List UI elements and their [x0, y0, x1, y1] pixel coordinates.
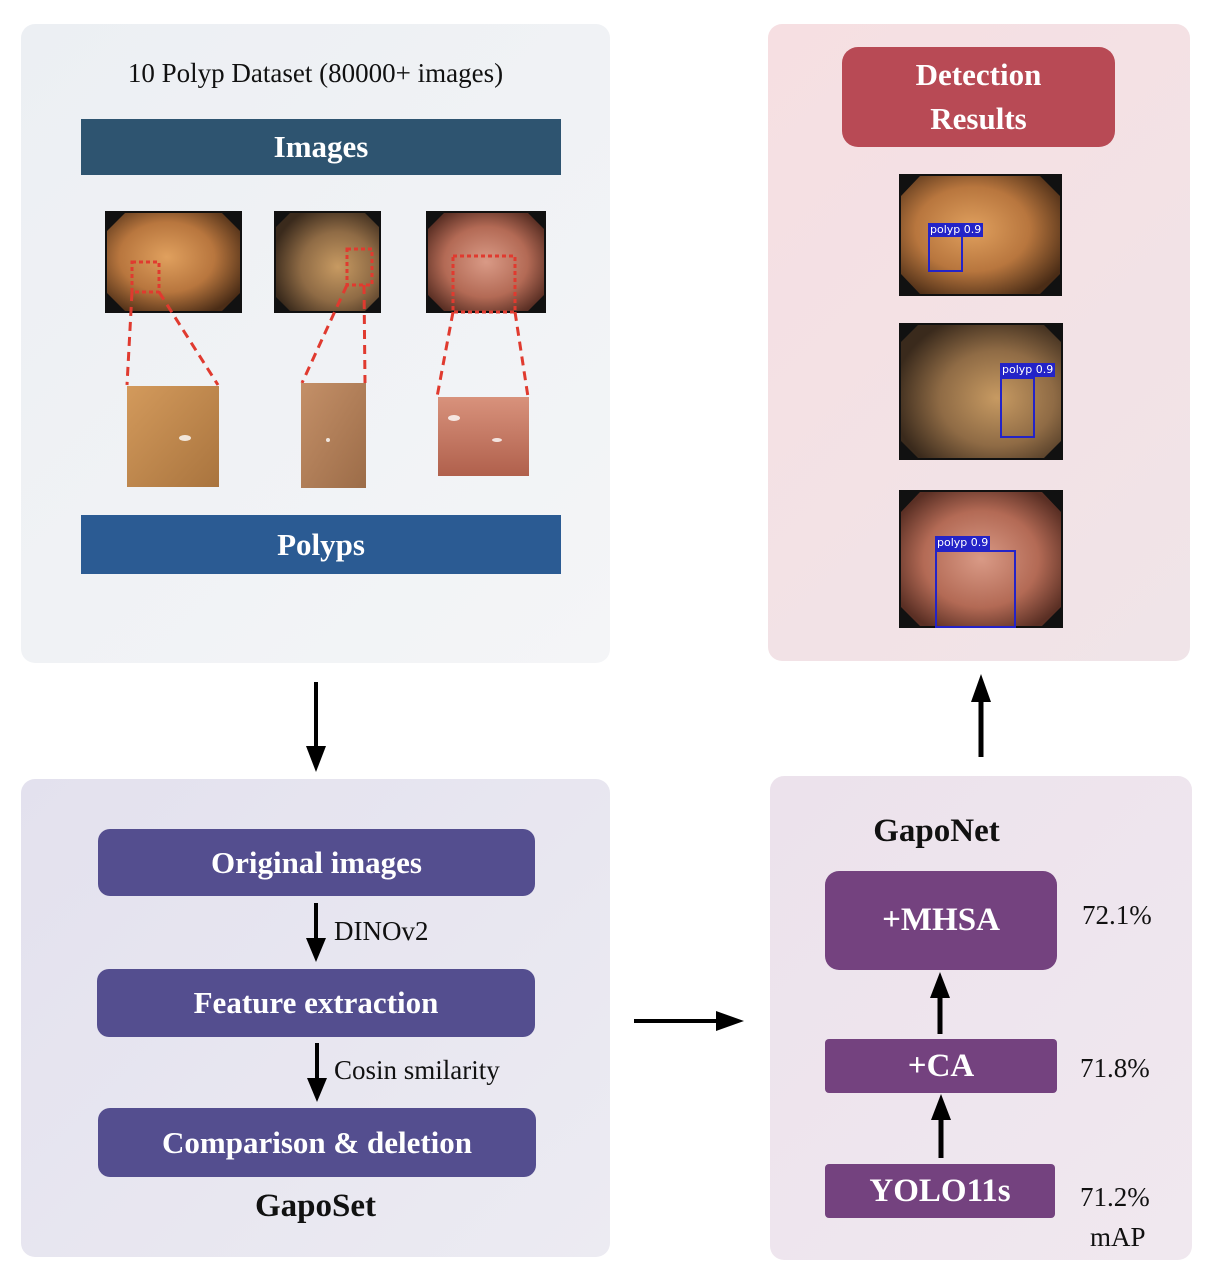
- crop-connector: [300, 284, 349, 384]
- score-yolo11s: 71.2%: [1080, 1182, 1150, 1212]
- step-feature-extraction: Feature extraction: [97, 969, 535, 1037]
- gaposet-name: GapoSet: [254, 1188, 376, 1224]
- transition-dinov2: DINOv2: [334, 916, 429, 946]
- detection-label-1: polyp 0.9: [928, 223, 984, 237]
- score-ca: 71.8%: [1080, 1053, 1150, 1083]
- stage-yolo11s: YOLO11s: [825, 1164, 1055, 1218]
- crop-connector: [362, 284, 367, 384]
- arrow-cosine: [307, 1043, 327, 1102]
- crop-box-3: [451, 254, 517, 314]
- step-original-images: Original images: [98, 829, 535, 896]
- endoscopy-image-2: [274, 211, 381, 313]
- detection-box: [935, 550, 1016, 628]
- crop-connector: [513, 311, 530, 398]
- detection-image-3: [899, 490, 1063, 628]
- arrow-ca-to-mhsa: [930, 972, 950, 1034]
- images-bar: Images: [81, 119, 561, 175]
- arrow-down-to-gaposet: [306, 682, 326, 772]
- endoscopy-image-1: [105, 211, 242, 313]
- polyp-crop-2: [301, 383, 366, 488]
- crop-connector: [125, 291, 134, 386]
- score-mhsa: 72.1%: [1082, 900, 1152, 930]
- crop-box-1: [130, 260, 161, 294]
- crop-connector: [157, 291, 220, 386]
- arrow-dinov2: [306, 903, 326, 962]
- endoscopy-image-3: [426, 211, 546, 313]
- detection-label-2: polyp 0.9: [1000, 363, 1056, 377]
- arrow-up-to-detection: [971, 674, 991, 757]
- transition-cosine-similarity: Cosin smilarity: [334, 1055, 500, 1085]
- stage-mhsa: +MHSA: [825, 871, 1057, 970]
- crop-box-2: [345, 247, 374, 287]
- gaponet-name: GapoNet: [873, 813, 1000, 849]
- dataset-title: 10 Polyp Dataset (80000+ images): [127, 58, 504, 88]
- arrow-gaposet-to-gaponet: [634, 1011, 744, 1031]
- detection-results-title: Detection Results: [842, 47, 1115, 147]
- polyp-crop-1: [127, 386, 219, 487]
- stage-ca: +CA: [825, 1039, 1057, 1093]
- metric-label: mAP: [1090, 1222, 1146, 1252]
- polyp-crop-3: [438, 397, 529, 476]
- detection-image-2: [899, 323, 1063, 460]
- polyps-bar: Polyps: [81, 515, 561, 574]
- crop-connector: [435, 311, 455, 398]
- detection-box: [1000, 377, 1035, 438]
- arrow-yolo-to-ca: [931, 1094, 951, 1158]
- detection-label-3: polyp 0.9: [935, 536, 991, 550]
- step-comparison-deletion: Comparison & deletion: [98, 1108, 536, 1177]
